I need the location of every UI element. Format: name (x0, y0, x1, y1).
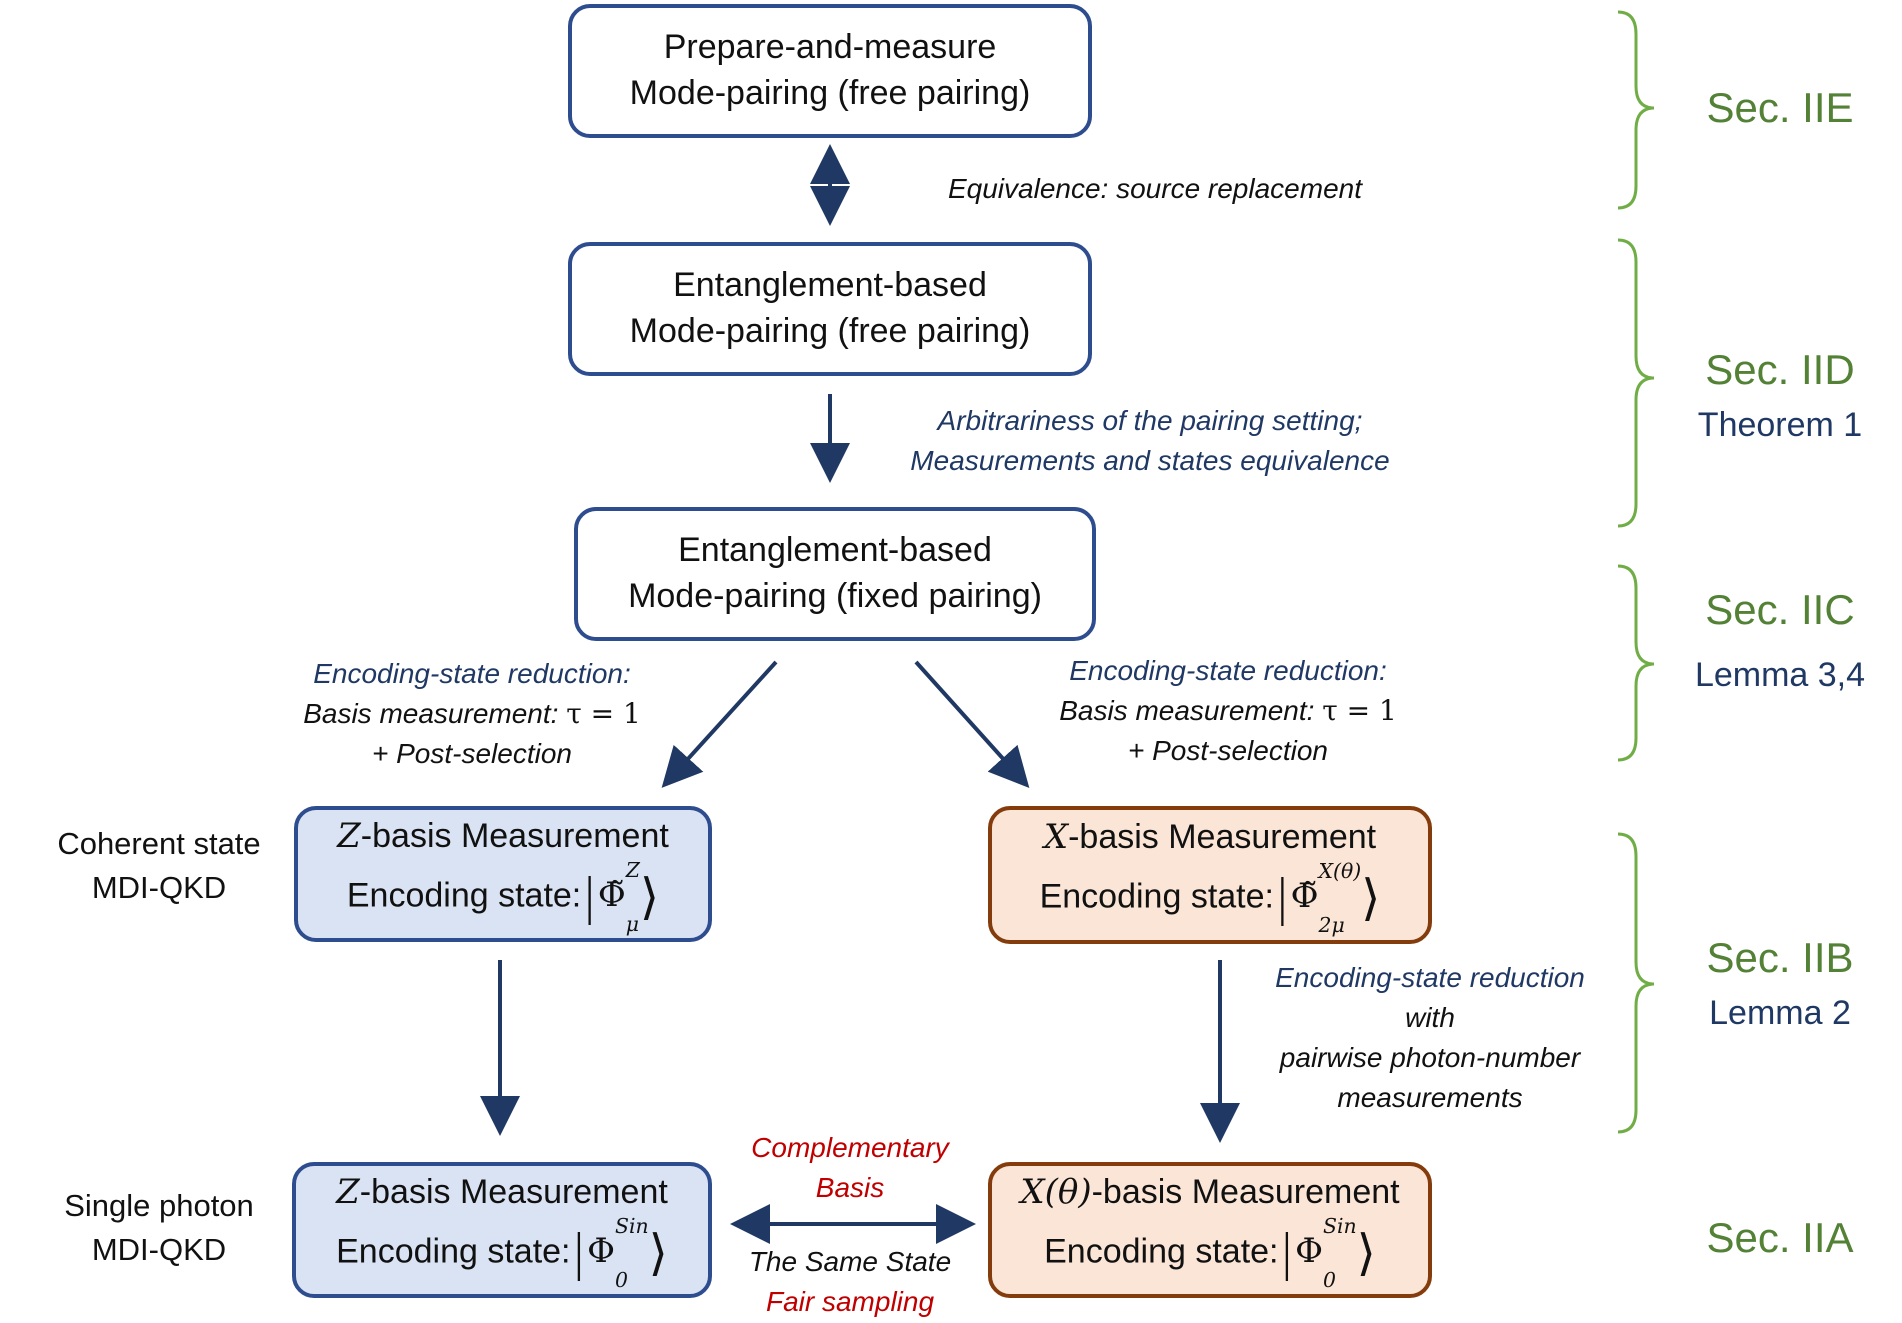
section-label-iia: Sec. IIA (1706, 1214, 1854, 1261)
z-single-sub: 0 (615, 1267, 628, 1292)
section-label-iic: Sec. IIC (1705, 586, 1855, 633)
z-coh-basis: Z (337, 815, 361, 856)
x-single-basis: X(θ) (1020, 1171, 1092, 1212)
x-coh-enc: Encoding state: (1039, 876, 1274, 915)
reduction-left-tau: τ = 1 (566, 697, 641, 730)
side-label-single-photon: Single photon MDI-QKD (64, 1188, 254, 1267)
brace-iic (1617, 564, 1655, 762)
annotation-arbitrariness-line1: Arbitrariness of the pairing setting; (937, 405, 1363, 436)
x-single-title: -basis Measurement (1091, 1172, 1400, 1211)
x-single-phi: Φ (1295, 1230, 1323, 1271)
box-ebfree-line1: Entanglement-based (673, 266, 987, 305)
reduction-left-line1: Encoding-state reduction: (313, 658, 631, 689)
annotation-same-state: The Same State Fair sampling (700, 1242, 1000, 1322)
x-coh-sup: X(θ) (1318, 858, 1362, 883)
box-prepare-and-measure: Prepare-and-measure Mode-pairing (free p… (568, 4, 1092, 138)
annotation-pairwise: Encoding-state reduction with pairwise p… (1230, 958, 1630, 1118)
reduction-left-line3: + Post-selection (372, 738, 572, 769)
z-single-phi: Φ (587, 1230, 615, 1271)
arrow-fixed-x (914, 660, 1030, 788)
annotation-arbitrariness-line2: Measurements and states equivalence (910, 445, 1390, 476)
arrow-fixed-z (661, 660, 778, 788)
reduction-right-line3: + Post-selection (1128, 735, 1328, 766)
section-sub-theorem: Theorem 1 (1697, 406, 1863, 444)
box-entanglement-fixed: Entanglement-based Mode-pairing (fixed p… (574, 507, 1096, 641)
x-coh-basis: X (1043, 816, 1069, 857)
brace-iib (1617, 832, 1655, 1134)
annotation-source-replacement: Equivalence: source replacement (947, 173, 1362, 204)
annotation-arbitrariness: Arbitrariness of the pairing setting; Me… (870, 401, 1430, 481)
reduction-left-line2: Basis measurement: (303, 698, 567, 729)
brace-iid (1617, 238, 1655, 528)
z-single-enc: Encoding state: (336, 1231, 571, 1270)
complementary-line1: Complementary (751, 1132, 949, 1163)
x-single-sup: Sin (1323, 1213, 1357, 1238)
same-state-line: The Same State (748, 1246, 952, 1277)
section-sub-lemma34: Lemma 3,4 (1694, 656, 1866, 694)
section-label-iib: Sec. IIB (1706, 934, 1854, 981)
reduction-right-tau: τ = 1 (1322, 694, 1397, 727)
box-entanglement-free: Entanglement-based Mode-pairing (free pa… (568, 242, 1092, 376)
box-z-basis-single: Z-basis Measurement Encoding state:|ΦSin… (292, 1162, 712, 1298)
side-label-coherent: Coherent state MDI-QKD (57, 826, 261, 905)
annotation-reduction-left: Encoding-state reduction: Basis measurem… (262, 654, 682, 774)
fair-sampling-line: Fair sampling (765, 1286, 935, 1317)
pairwise-line1: Encoding-state reduction (1275, 962, 1585, 993)
z-coh-title: -basis Measurement (360, 816, 669, 855)
x-coh-phi: Φ̃ (1290, 875, 1319, 916)
z-single-sup: Sin (615, 1213, 649, 1238)
pairwise-line3: pairwise photon-number (1279, 1042, 1581, 1073)
box-ebfixed-line1: Entanglement-based (678, 531, 992, 570)
x-coh-sub: 2μ (1318, 912, 1345, 937)
box-pm-line2: Mode-pairing (free pairing) (629, 74, 1031, 112)
section-label-iid: Sec. IID (1705, 346, 1855, 393)
section-sub-lemma2: Lemma 2 (1709, 994, 1851, 1032)
z-coh-sup: Z (625, 857, 640, 882)
reduction-right-line1: Encoding-state reduction: (1069, 655, 1387, 686)
z-coh-sub: μ (625, 911, 639, 936)
box-ebfree-line2: Mode-pairing (free pairing) (629, 312, 1031, 350)
box-ebfixed-line2: Mode-pairing (fixed pairing) (628, 577, 1042, 615)
z-coh-phi: Φ̃ (597, 874, 626, 915)
x-single-enc: Encoding state: (1044, 1231, 1279, 1270)
annotation-reduction-right: Encoding-state reduction: Basis measurem… (1018, 651, 1438, 771)
box-pm-line1: Prepare-and-measure (663, 28, 997, 67)
reduction-right-line2: Basis measurement: (1059, 695, 1323, 726)
section-label-iie: Sec. IIE (1706, 84, 1854, 131)
box-x-theta-basis-single: X(θ)-basis Measurement Encoding state:|Φ… (988, 1162, 1432, 1298)
pairwise-line4: measurements (1337, 1082, 1523, 1113)
z-coh-enc: Encoding state: (346, 875, 582, 914)
x-coh-title: -basis Measurement (1068, 817, 1377, 856)
x-single-sub: 0 (1323, 1267, 1336, 1292)
complementary-line2: Basis (815, 1172, 885, 1203)
box-x-basis-coherent: X-basis Measurement Encoding state:|Φ̃X(… (988, 806, 1432, 944)
annotation-complementary-basis: Complementary Basis (700, 1128, 1000, 1208)
z-single-basis: Z (336, 1171, 360, 1212)
pairwise-line2: with (1405, 1002, 1455, 1033)
brace-iie (1617, 10, 1655, 210)
z-single-title: -basis Measurement (359, 1172, 668, 1211)
